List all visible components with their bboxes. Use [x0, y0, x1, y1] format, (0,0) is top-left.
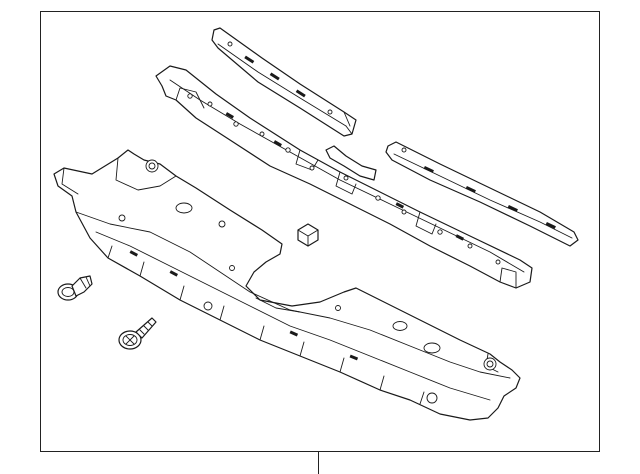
tapping-screw — [118, 317, 157, 350]
small-foam-seal — [325, 145, 377, 181]
right-side-seal-strip — [385, 141, 579, 247]
square-nut — [297, 223, 319, 247]
leader-line — [318, 452, 319, 474]
push-pin-clip — [57, 275, 93, 301]
radiator-support-cover — [53, 149, 521, 421]
radiator-support-upper-bracket — [155, 65, 533, 289]
upper-side-seal-strip — [211, 27, 357, 137]
